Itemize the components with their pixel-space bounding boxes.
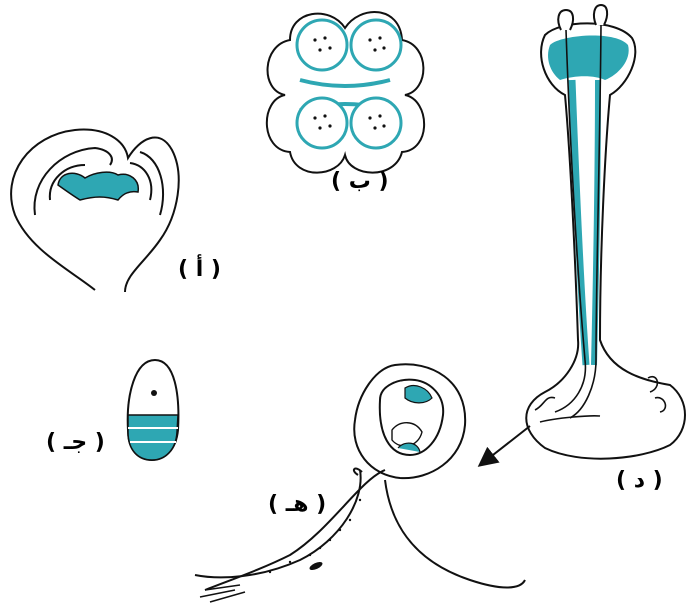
figure-d-pistil [526,5,685,459]
label-b: ( ب ) [331,171,389,193]
figure-a-primordium [11,130,179,292]
label-c: ( جـ ) [46,432,105,454]
figure-b-anther-section [267,12,424,173]
label-d: ( د ) [616,470,663,492]
figure-c-embryo-sac [128,360,179,460]
figure-e-ovule-fertilization [195,364,525,602]
arrow-pointer [484,426,530,462]
label-e: ( هـ ) [268,494,326,516]
label-a: ( أ ) [178,259,221,281]
